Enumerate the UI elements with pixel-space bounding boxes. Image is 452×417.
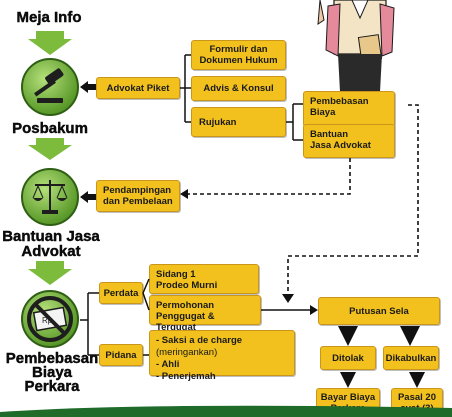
bantuan-circle [21, 168, 79, 226]
advokat-piket-box: Advokat Piket [96, 77, 180, 99]
ahli-item: - Ahli [156, 359, 180, 370]
meja-info-heading: Meja Info [16, 9, 82, 26]
formulir-box: Formulir dan Dokumen Hukum [191, 40, 286, 70]
down-arrow-2 [28, 138, 72, 160]
posbakum-heading: Posbakum [12, 120, 88, 137]
scales-icon [32, 180, 68, 214]
advis-box: Advis & Konsul [191, 76, 286, 101]
person-illustration [317, 0, 395, 92]
down-arrow-1 [28, 31, 72, 55]
pendampingan-box: Pendampingan dan Pembelaan [96, 180, 180, 212]
rujukan-box: Rujukan [191, 107, 286, 137]
saksi-box: - Saksi a de charge (meringankan) - Ahli… [149, 330, 295, 382]
putusan-box: Putusan Sela [318, 297, 440, 325]
sidang-box: Sidang 1 Prodeo Murni [149, 264, 259, 294]
posbakum-circle [21, 58, 79, 116]
no-money-icon: Rp [27, 296, 73, 342]
bantuan-jasa-box: Bantuan Jasa Advokat [303, 124, 395, 158]
permohonan-box: Permohonan Penggugat & Tergugat [149, 295, 261, 333]
penerjemah-item: - Penerjemah [156, 371, 216, 382]
down-arrow-3 [28, 261, 72, 285]
saksi-note: (meringankan) [156, 347, 218, 358]
saksi-item: - Saksi a de charge (meringankan) [156, 335, 243, 358]
pidana-box: Pidana [99, 344, 143, 366]
bantuan-heading: Bantuan Jasa Advokat [2, 228, 100, 260]
corner-accent [0, 405, 452, 417]
dikabulkan-box: Dikabulkan [383, 346, 439, 370]
perdata-box: Perdata [99, 282, 143, 304]
svg-text:Rp: Rp [42, 316, 53, 325]
pembebasan-heading: Pembebasan Biaya Perkara [5, 350, 99, 395]
pembebasan-circle: Rp [21, 290, 79, 348]
gavel-icon [34, 68, 64, 103]
ditolak-box: Ditolak [320, 346, 376, 370]
